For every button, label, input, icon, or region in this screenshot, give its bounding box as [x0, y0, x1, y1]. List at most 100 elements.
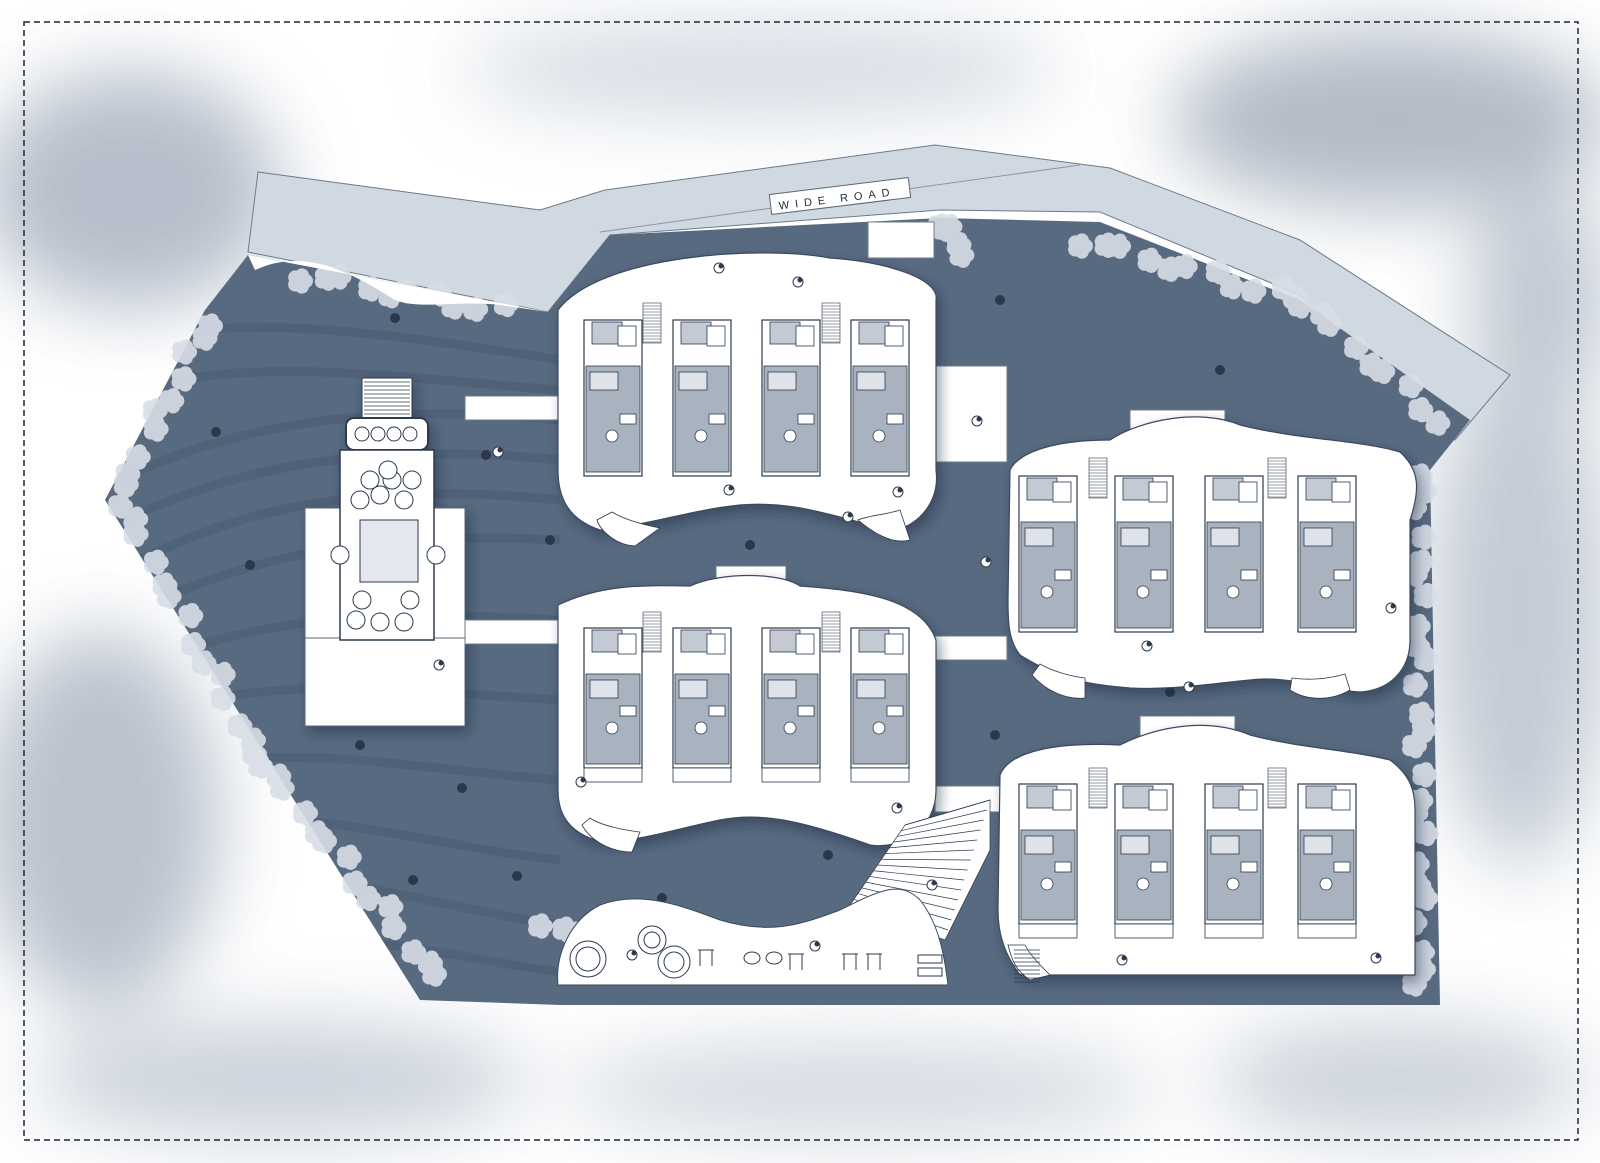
bedroom: [858, 321, 890, 345]
sofa: [797, 705, 815, 717]
play-swing: [842, 953, 858, 970]
bed: [1303, 835, 1333, 855]
bathroom: [1331, 481, 1351, 503]
column-circle: [352, 590, 372, 610]
shrub-icon: [657, 893, 667, 903]
ramp-tread: [889, 839, 978, 849]
column-circle: [370, 612, 390, 632]
tree-cluster-icon: [191, 650, 217, 676]
play-swing: [788, 953, 804, 970]
column-circle: [350, 490, 370, 510]
tree-cluster-icon: [1241, 278, 1267, 304]
balcony: [1297, 923, 1357, 939]
sofa: [619, 413, 637, 425]
table: [1136, 877, 1150, 891]
ramp-tread: [900, 809, 987, 832]
play-slide: [917, 967, 943, 977]
sheet-border: [23, 21, 1579, 1141]
person-icon: [1385, 602, 1397, 614]
sofa: [1240, 569, 1258, 581]
tree-cluster-icon: [1344, 334, 1369, 360]
step-fan: [581, 817, 641, 853]
tree-cluster-icon: [342, 870, 368, 896]
tree-cluster-icon: [1402, 971, 1428, 997]
tree-cluster-icon: [1288, 293, 1313, 319]
entrance-pavilion: [304, 377, 466, 727]
person-icon: [891, 802, 903, 814]
column-circle: [402, 470, 422, 490]
bed: [589, 371, 619, 391]
balcony: [583, 767, 643, 783]
column-circle: [330, 545, 350, 565]
bedroom: [1212, 785, 1244, 809]
play-seesaw: [743, 951, 761, 965]
table: [1226, 877, 1240, 891]
tree-cluster-icon: [1414, 820, 1439, 847]
bathroom: [1148, 789, 1168, 811]
lawn-bite: [248, 255, 548, 312]
table: [1319, 585, 1333, 599]
play-area-pad: [557, 888, 949, 986]
unit-stair: [821, 611, 841, 653]
bedroom: [1212, 477, 1244, 501]
tree-cluster-icon: [932, 216, 958, 242]
tree-cluster-icon: [1412, 762, 1438, 788]
walkway: [464, 395, 561, 421]
tree-cluster-icon: [171, 366, 197, 392]
ramp-tread: [873, 870, 965, 881]
tree-cluster-icon: [422, 961, 448, 987]
sofa: [619, 705, 637, 717]
residential-unit: [583, 627, 643, 783]
shrub-icon: [512, 871, 522, 881]
residential-unit: [761, 319, 821, 477]
tree-cluster-icon: [288, 268, 313, 294]
table: [1226, 585, 1240, 599]
tree-cluster-icon: [1403, 672, 1428, 698]
bathroom: [1331, 789, 1351, 811]
bed: [678, 371, 708, 391]
tree-cluster-icon: [108, 493, 133, 519]
tree-cluster-icon: [1219, 274, 1245, 300]
tree-cluster-icon: [381, 914, 407, 941]
sofa: [1333, 569, 1351, 581]
shrub-icon: [745, 540, 755, 550]
sofa: [797, 413, 815, 425]
tree-cluster-icon: [1398, 373, 1424, 399]
ramp-tread: [885, 849, 974, 854]
tree-cluster-icon: [1413, 885, 1439, 911]
table: [694, 721, 708, 735]
residential-unit: [761, 627, 821, 783]
sofa: [1333, 861, 1351, 873]
ramp-tread: [893, 829, 981, 843]
tree-cluster-icon: [210, 685, 236, 712]
table: [783, 721, 797, 735]
unit-stair: [821, 302, 841, 344]
residential-unit: [1018, 475, 1078, 633]
tree-cluster-icon: [326, 264, 352, 290]
bathroom: [706, 325, 726, 347]
bedroom: [591, 321, 623, 345]
tree-cluster-icon: [312, 828, 337, 854]
bedroom: [1026, 477, 1058, 501]
balcony: [1018, 923, 1078, 939]
sofa: [708, 413, 726, 425]
bed: [1024, 527, 1054, 547]
residential-unit: [1297, 783, 1357, 939]
tree-cluster-icon: [1068, 233, 1093, 259]
bathroom: [617, 325, 637, 347]
sofa: [886, 413, 904, 425]
tree-cluster-icon: [210, 661, 236, 688]
person-icon: [492, 446, 504, 458]
bed: [767, 371, 797, 391]
bedroom: [680, 629, 712, 653]
shrub-icon: [245, 560, 255, 570]
shrub-icon: [211, 295, 1225, 903]
person-icon: [980, 556, 992, 568]
bathroom: [617, 633, 637, 655]
shrub-icon: [823, 850, 833, 860]
tree-cluster-icon: [108, 213, 1451, 997]
bed: [1210, 527, 1240, 547]
residential-unit: [672, 627, 732, 783]
table: [872, 721, 886, 735]
person-icon: [723, 484, 735, 496]
